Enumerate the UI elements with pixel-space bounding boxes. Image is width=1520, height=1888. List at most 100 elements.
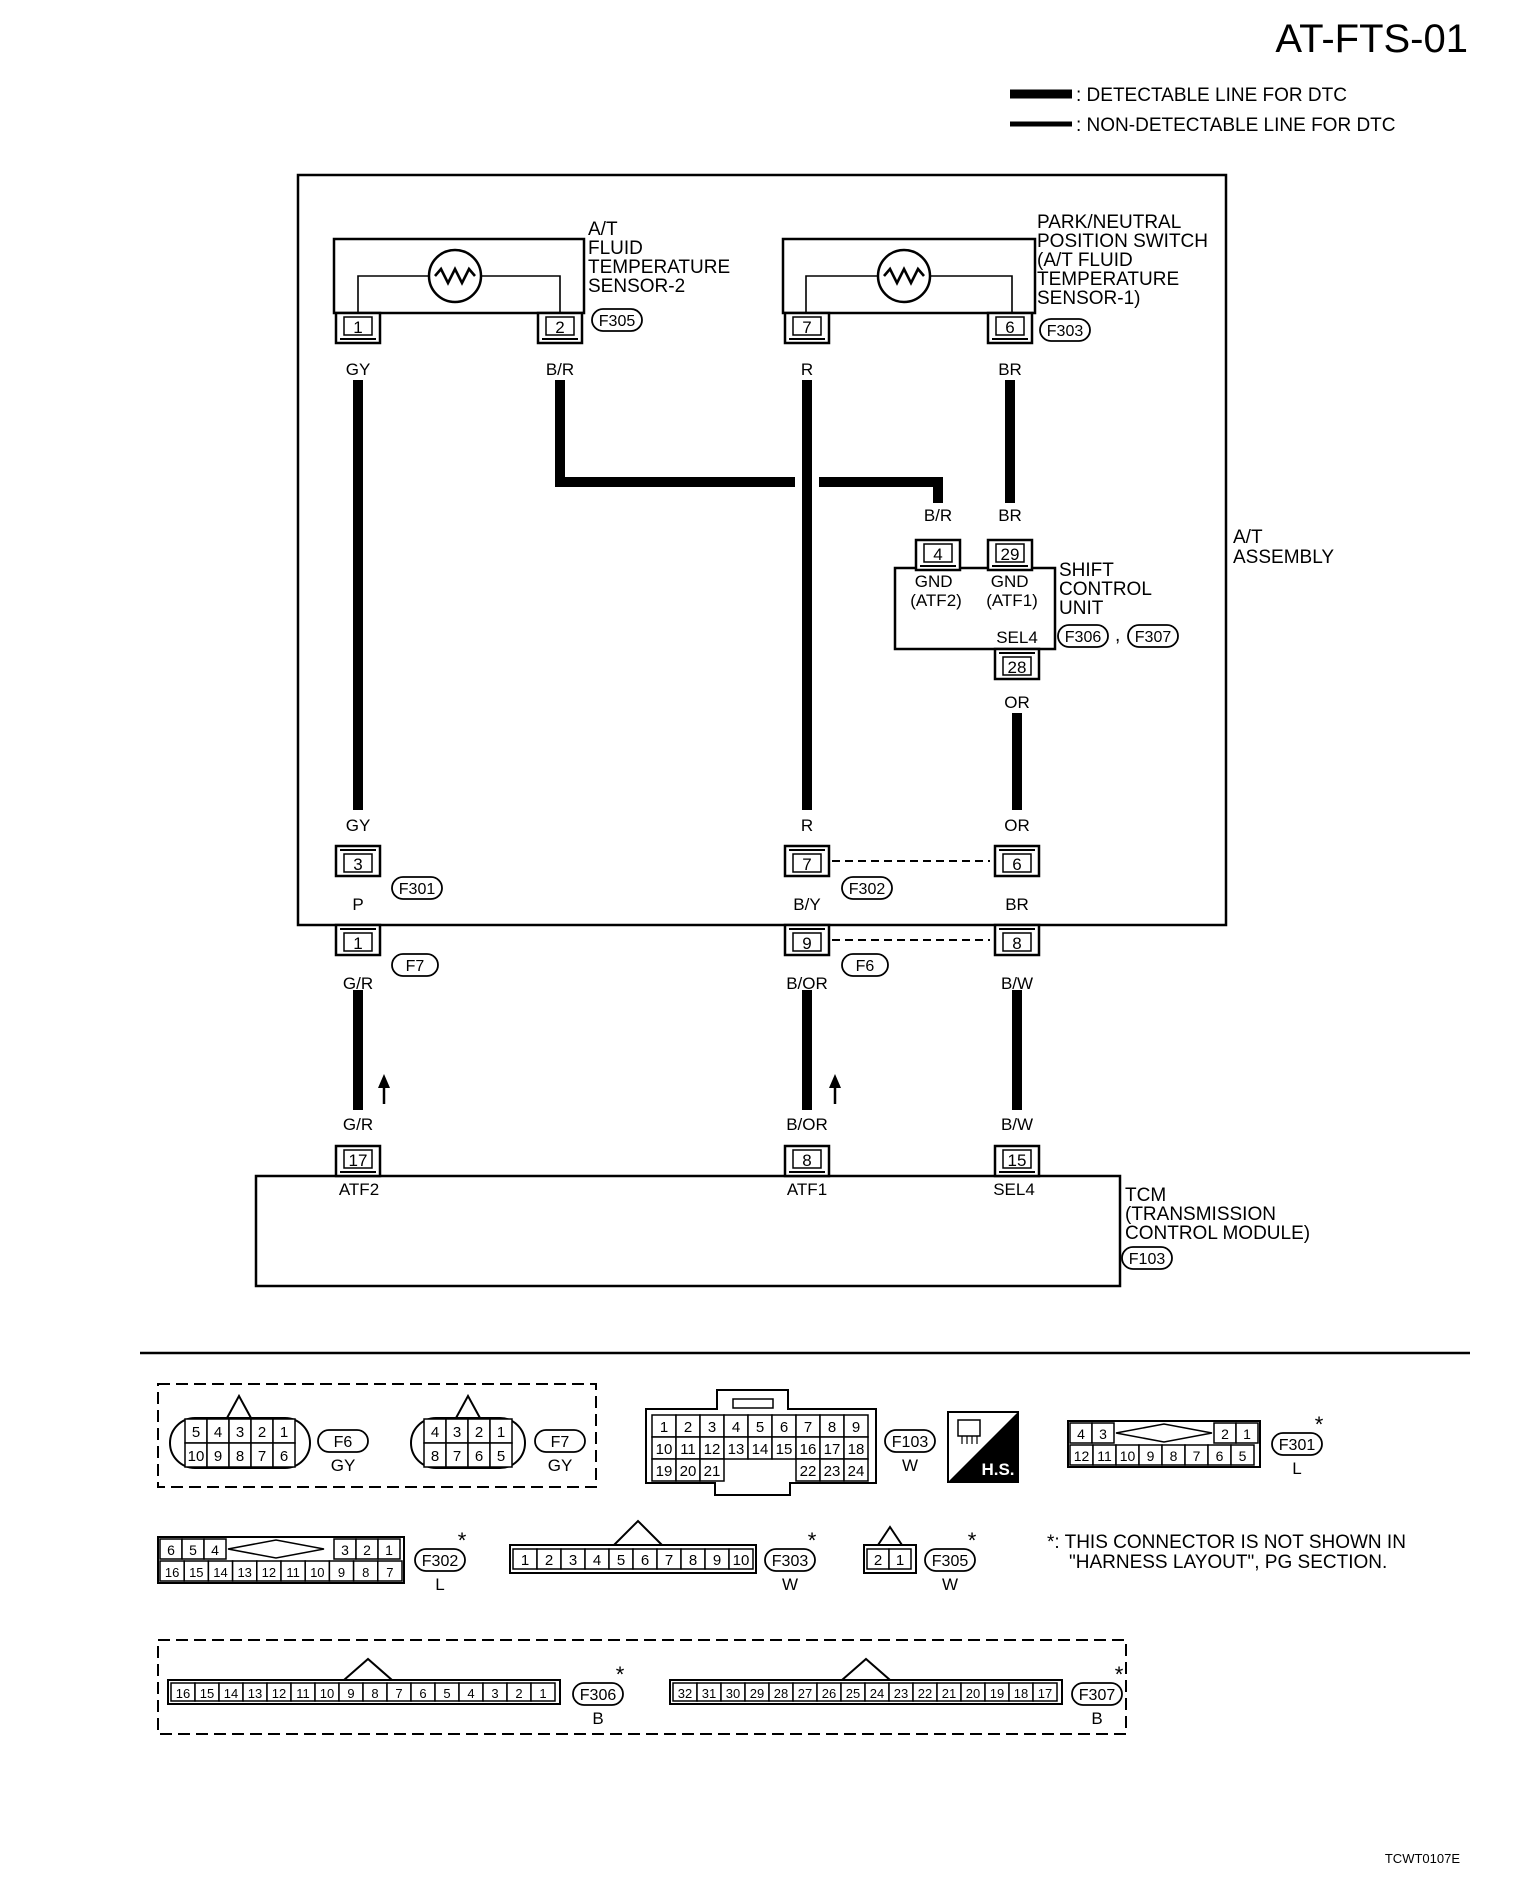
pin-number: 6 [475, 1448, 483, 1465]
pin-number: 9 [214, 1448, 222, 1465]
face-pin-cell: 9 [843, 1414, 869, 1438]
pin-number: 8 [362, 1565, 369, 1580]
thermistor-icon [427, 248, 483, 304]
pin-number: 13 [237, 1565, 251, 1580]
face-pin-cell: 15 [183, 1560, 210, 1582]
pin-number: 5 [1239, 1448, 1247, 1464]
pin-number: 1 [1243, 1426, 1251, 1442]
pin-number: 6 [419, 1686, 426, 1701]
wire-sel4-circuit [1005, 380, 1022, 1110]
wire-label: B/W [1001, 1115, 1033, 1134]
face-pin-cell: 6 [410, 1682, 436, 1702]
wire-label: B/Y [793, 895, 820, 914]
wire-color-labels: GY B/R R BR B/R BR OR GY R OR P B/Y BR G… [343, 360, 1033, 1134]
tcm-atf2: ATF2 [339, 1180, 379, 1199]
face-pin-cell: 12 [1069, 1444, 1094, 1466]
face-pin-cell: 18 [843, 1436, 869, 1460]
not-shown-star: * [1115, 1662, 1124, 1687]
svg-text:F103: F103 [1129, 1251, 1166, 1268]
signal-direction-arrow-icon [378, 1074, 390, 1104]
pin-number: 6 [1216, 1448, 1224, 1464]
face-pin-cell: 6 [272, 1442, 296, 1468]
pin-number: 2 [1221, 1426, 1229, 1442]
pin-number: 7 [395, 1686, 402, 1701]
connector-color: L [435, 1575, 444, 1594]
pin-number: 12 [272, 1686, 286, 1701]
pin-number: 28 [1008, 658, 1027, 677]
pin-number: 8 [802, 1151, 811, 1170]
pin-number: 10 [310, 1565, 324, 1580]
pin-number: 11 [680, 1441, 696, 1458]
pin-number: 8 [1170, 1448, 1178, 1464]
harness-side-icon: H.S. [947, 1411, 1019, 1483]
face-pin-cell: 17 [1032, 1682, 1058, 1702]
wire-label: R [801, 360, 813, 379]
pin-number: 7 [802, 318, 811, 337]
tcm-sel4: SEL4 [993, 1180, 1035, 1199]
f6-f7-group-dashed-border [157, 1383, 597, 1488]
pin-number: 1 [280, 1424, 288, 1441]
pin-number: 27 [798, 1686, 812, 1701]
wire-label: B/OR [786, 1115, 828, 1134]
pin-number: 7 [386, 1565, 393, 1580]
face-pin-cell: 5 [608, 1548, 634, 1570]
pin-number: 4 [211, 1542, 219, 1558]
pin-number: 2 [684, 1419, 692, 1436]
face-pin-cell: 9 [338, 1682, 364, 1702]
svg-text:F307: F307 [1135, 629, 1172, 646]
hs-label: H.S. [981, 1460, 1014, 1479]
pin-number: 4 [214, 1424, 222, 1441]
face-pin-cell: 5 [434, 1682, 460, 1702]
face-pin-cell: 10 [184, 1442, 208, 1468]
connector-pin: 29 [986, 538, 1034, 572]
connector-pin: 1 [334, 311, 382, 345]
pin-number: 4 [732, 1419, 740, 1436]
face-pin-cell: 7 [445, 1442, 469, 1468]
pin-number: 3 [341, 1542, 349, 1558]
pin-number: 7 [258, 1448, 266, 1465]
connector-tag-f302: F302 [841, 876, 893, 900]
pin-number: 1 [385, 1542, 393, 1558]
face-pin-cell: 2 [866, 1548, 890, 1570]
pin-number: 3 [1099, 1426, 1107, 1442]
face-pin-cell: 10 [651, 1436, 677, 1460]
pin-number: 10 [320, 1686, 334, 1701]
pin-number: 18 [848, 1441, 865, 1458]
face-pin-cell: 13 [231, 1560, 258, 1582]
at-assembly-label: A/T ASSEMBLY [1233, 527, 1334, 568]
scu-label: SHIFT CONTROL UNIT [1059, 560, 1156, 619]
pin-number: 5 [617, 1552, 625, 1569]
face-pin-cell: 1 [530, 1682, 556, 1702]
pin-number: 9 [852, 1419, 860, 1436]
face-pin-cell: 32 [672, 1682, 698, 1702]
face-pin-cell: 4 [203, 1538, 227, 1560]
pin-number: 5 [756, 1419, 764, 1436]
pin-number: 8 [828, 1419, 836, 1436]
thermistor-icon [876, 248, 932, 304]
face-pin-cell: 23 [888, 1682, 914, 1702]
pin-number: 7 [453, 1448, 461, 1465]
pin-number: 7 [1193, 1448, 1201, 1464]
face-pin-cell: 11 [280, 1560, 306, 1582]
scu-sel4: SEL4 [996, 628, 1038, 647]
pin-number: 16 [176, 1686, 190, 1701]
pin-number: 9 [802, 934, 811, 953]
pin-number: 9 [347, 1686, 354, 1701]
pin-number: 14 [752, 1441, 769, 1458]
page-title: AT-FTS-01 [1275, 17, 1468, 61]
pin-number: 19 [990, 1686, 1004, 1701]
pin-number: 8 [1012, 934, 1021, 953]
face-pin-cell: 5 [181, 1538, 205, 1560]
face-pin-cell: 18 [1008, 1682, 1034, 1702]
face-pin-cell: 1 [888, 1548, 912, 1570]
face-pin-cell: 3 [1091, 1422, 1115, 1444]
pin-number: 11 [1097, 1448, 1112, 1464]
pin-number: 15 [200, 1686, 214, 1701]
face-pin-cell: 4 [458, 1682, 484, 1702]
